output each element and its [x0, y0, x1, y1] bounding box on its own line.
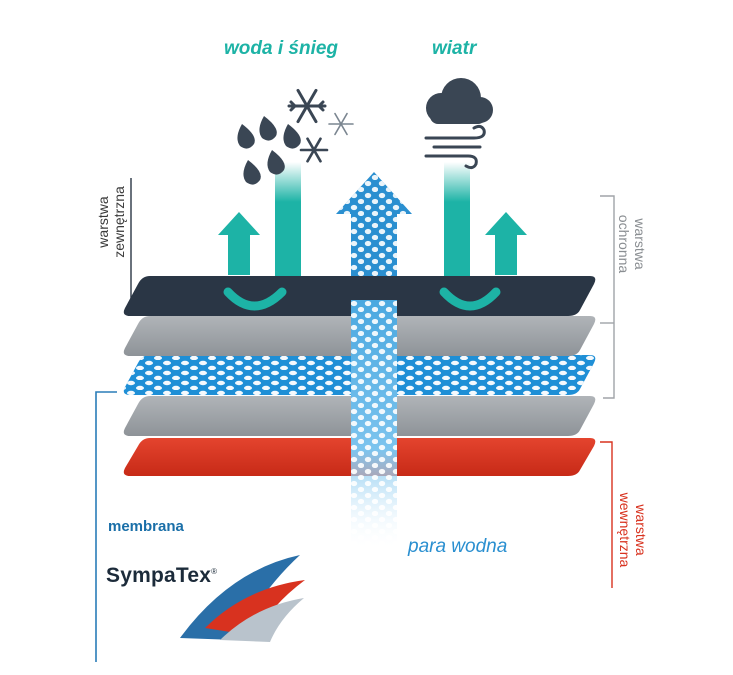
inner-layer-label-line2: wewnętrzna: [617, 492, 633, 568]
inner-layer-bracket: [600, 441, 613, 588]
sympatex-logo-text: SympaTex®: [106, 564, 217, 588]
sympatex-logo-swoosh: [180, 555, 305, 642]
teal-column-wind: [444, 162, 470, 276]
snowflake-icon-large: [287, 88, 327, 124]
outer-layer-label-line2: zewnętrzna: [111, 186, 127, 258]
water-vapor-arrow: [336, 172, 412, 550]
outer-layer-label-line1: warstwa: [95, 196, 111, 248]
wind-label: wiatr: [432, 38, 477, 59]
water-snow-label: woda i śnieg: [224, 38, 339, 59]
protective-layer-label-line2: ochronna: [616, 214, 632, 274]
brand-name: SympaTex: [106, 564, 212, 587]
outer-layer-label: warstwa zewnętrzna: [95, 172, 127, 272]
teal-column-snow: [275, 162, 301, 276]
snowflake-icon-small: [299, 137, 329, 163]
protective-layer-bracket: [600, 195, 615, 399]
cloud-icon: [426, 78, 493, 124]
inner-layer-label: warstwa wewnętrzna: [617, 480, 649, 580]
water-vapor-label: para wodna: [408, 536, 508, 557]
teal-arrow-right-small: [485, 212, 527, 275]
teal-arrow-left-small: [218, 212, 260, 275]
protective-layer-label: warstwa ochronna: [616, 199, 648, 289]
wind-icon: [424, 124, 486, 170]
registered-mark: ®: [211, 567, 218, 576]
raindrops-icon: [237, 116, 301, 185]
membrane-label: membrana: [108, 518, 184, 535]
inner-layer-label-line1: warstwa: [633, 504, 649, 556]
membrane-bracket: [95, 391, 117, 662]
protective-layer-label-line1: warstwa: [632, 218, 648, 270]
snowflake-icon-outline: [328, 112, 354, 136]
outer-layer-navy: [123, 276, 596, 316]
